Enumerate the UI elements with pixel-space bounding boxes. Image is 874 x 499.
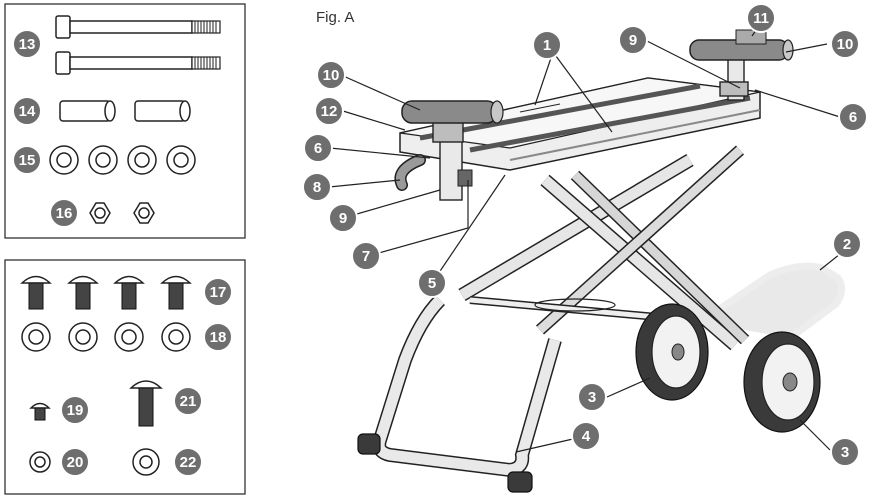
callout-11: 11: [746, 3, 776, 33]
washer-small-1: [21, 322, 51, 352]
miter-saw-stand: [357, 29, 845, 493]
spacer-tube-1: [59, 100, 116, 122]
callout-17: 17: [203, 277, 233, 307]
svg-text:6: 6: [849, 109, 857, 126]
long-bolt-1: [55, 15, 221, 39]
x-leg-3: [571, 171, 749, 344]
callout-6-left: 6: [303, 133, 333, 163]
hex-nut-2: [133, 202, 155, 224]
x-leg-2: [541, 175, 739, 350]
svg-text:3: 3: [588, 389, 596, 406]
svg-text:20: 20: [67, 454, 84, 471]
wheel-handle: [698, 262, 845, 341]
screw-1: [20, 275, 52, 310]
callout-15: 15: [12, 145, 42, 175]
spacer-tube-2: [134, 100, 191, 122]
long-screw: [129, 380, 163, 427]
callout-10-left: 10: [316, 60, 346, 90]
screw-2: [67, 275, 99, 310]
callout-13: 13: [12, 29, 42, 59]
callout-20: 20: [60, 447, 90, 477]
svg-text:17: 17: [210, 284, 227, 301]
svg-text:10: 10: [837, 36, 854, 53]
front-leg-frame: [373, 296, 561, 476]
callout-18: 18: [203, 322, 233, 352]
callout-8: 8: [302, 172, 332, 202]
svg-text:19: 19: [67, 402, 84, 419]
washer-small-3: [114, 322, 144, 352]
svg-text:6: 6: [314, 140, 322, 157]
material-stop: [735, 29, 767, 45]
short-screw: [29, 402, 51, 421]
washer-large-4: [166, 145, 196, 175]
lock-handle: [396, 155, 425, 190]
callout-6-right: 6: [838, 102, 868, 132]
callout-19: 19: [60, 395, 90, 425]
svg-text:11: 11: [753, 10, 769, 27]
svg-text:9: 9: [629, 32, 637, 49]
callout-22: 22: [173, 447, 203, 477]
svg-text:8: 8: [313, 179, 321, 196]
callout-3-left: 3: [577, 382, 607, 412]
washer-large-2: [88, 145, 118, 175]
callout-2: 2: [832, 229, 862, 259]
svg-text:16: 16: [56, 205, 73, 222]
washer-large-3: [127, 145, 157, 175]
left-roller: [401, 100, 498, 124]
svg-text:21: 21: [180, 393, 197, 410]
svg-text:4: 4: [582, 428, 591, 445]
svg-text:14: 14: [19, 103, 36, 120]
wheel-right: [743, 331, 821, 433]
callout-1: 1: [532, 30, 562, 60]
callout-16: 16: [49, 198, 79, 228]
callout-14: 14: [12, 96, 42, 126]
rail-1: [419, 83, 701, 141]
washer-small-2: [68, 322, 98, 352]
front-foot-right: [507, 471, 533, 493]
callout-12: 12: [314, 96, 344, 126]
hardware-panel-top: [4, 3, 246, 239]
x-leg-1: [459, 155, 693, 300]
height-knob: [457, 169, 473, 187]
svg-text:7: 7: [362, 248, 370, 265]
front-foot-left: [357, 433, 381, 455]
svg-text:18: 18: [210, 329, 227, 346]
hex-nut-1: [89, 202, 111, 224]
callout-3-right: 3: [830, 437, 860, 467]
x-leg-4: [536, 146, 744, 334]
washer-small-4: [161, 322, 191, 352]
svg-text:15: 15: [19, 152, 36, 169]
callout-9-left: 9: [328, 203, 358, 233]
callout-7: 7: [351, 241, 381, 271]
callout-5: 5: [417, 268, 447, 298]
rail-2: [469, 95, 751, 153]
svg-text:22: 22: [180, 454, 197, 471]
washer-large-1: [49, 145, 79, 175]
svg-text:12: 12: [321, 103, 338, 120]
wheel-left: [635, 303, 709, 401]
right-post-collar: [719, 81, 749, 97]
callout-21: 21: [173, 386, 203, 416]
callout-9-right: 9: [618, 25, 648, 55]
callout-4: 4: [571, 421, 601, 451]
washer-tiny: [29, 451, 51, 473]
callout-10-right: 10: [830, 29, 860, 59]
washer-medium: [132, 448, 160, 476]
left-post-collar: [432, 121, 464, 143]
screw-3: [113, 275, 145, 310]
svg-text:5: 5: [428, 275, 436, 292]
screw-4: [160, 275, 192, 310]
svg-text:1: 1: [543, 37, 551, 54]
long-bolt-2: [55, 51, 221, 75]
svg-text:9: 9: [339, 210, 347, 227]
svg-text:2: 2: [843, 236, 851, 253]
svg-text:3: 3: [841, 444, 849, 461]
svg-text:13: 13: [19, 36, 36, 53]
hardware-panel-bottom: [4, 259, 246, 495]
figure-title: Fig. A: [316, 9, 354, 26]
svg-text:10: 10: [323, 67, 340, 84]
